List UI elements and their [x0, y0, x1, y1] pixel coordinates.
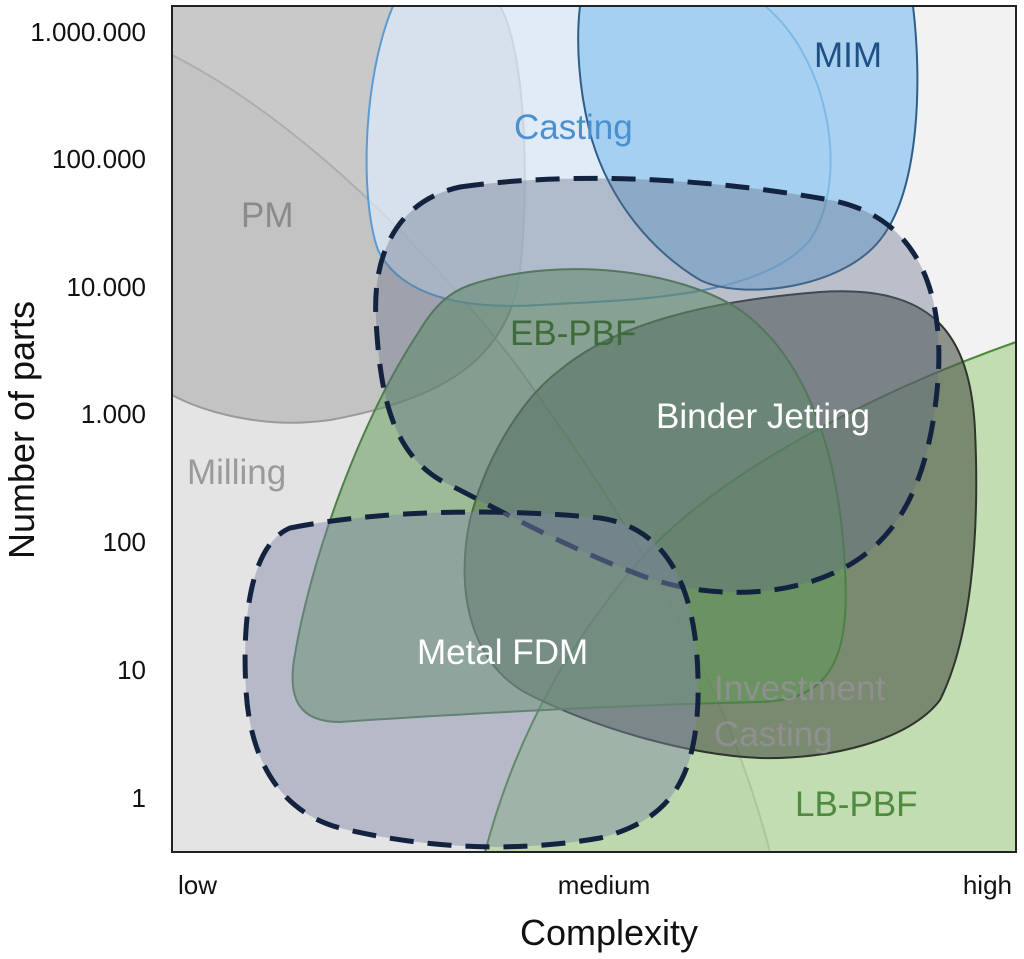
x-axis-title: Complexity [520, 912, 698, 953]
label-lb-pbf: LB-PBF [795, 785, 918, 824]
x-axis-ticks: low medium high [178, 870, 1012, 900]
region-metal-fdm [242, 509, 701, 850]
label-casting: Casting [514, 108, 633, 147]
region-binder-jetting [373, 175, 942, 595]
y-axis-ticks: 1.000.000 100.000 10.000 1.000 100 10 1 [30, 17, 146, 813]
label-metal-fdm: Metal FDM [417, 633, 588, 672]
y-axis-title: Number of parts [1, 301, 42, 559]
label-binder-jetting: Binder Jetting [656, 397, 870, 436]
x-tick-high: high [963, 870, 1012, 900]
y-tick: 1 [132, 783, 146, 813]
region-eb-pbf [291, 268, 847, 724]
y-tick: 1.000.000 [30, 17, 146, 47]
y-tick: 100.000 [52, 144, 146, 174]
y-tick: 100 [103, 527, 146, 557]
label-line: Casting [714, 715, 833, 754]
y-tick: 10 [117, 655, 146, 685]
y-tick: 10.000 [66, 272, 146, 302]
region-mim [577, 5, 919, 291]
x-tick-low: low [178, 870, 217, 900]
x-tick-medium: medium [558, 870, 650, 900]
label-pm: PM [241, 196, 294, 235]
label-mim: MIM [814, 36, 882, 75]
label-line: Investment [714, 669, 885, 708]
label-milling: Milling [187, 453, 286, 492]
plot-frame [171, 5, 1017, 853]
label-eb-pbf: EB-PBF [510, 314, 636, 353]
y-tick: 1.000 [81, 399, 146, 429]
